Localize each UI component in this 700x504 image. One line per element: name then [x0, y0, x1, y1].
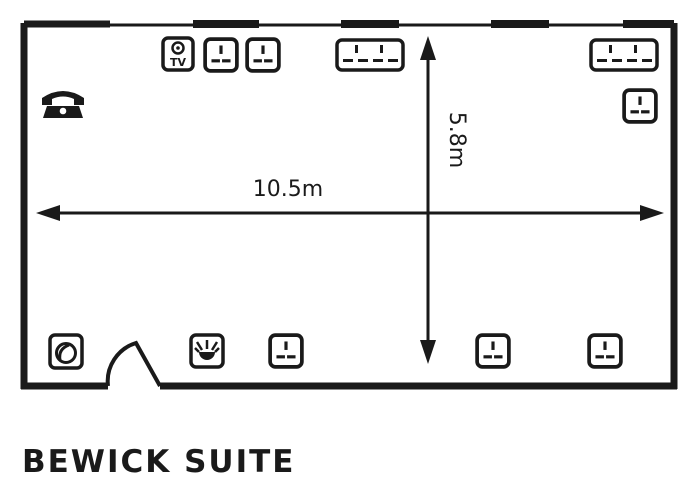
dimension-arrow-icon — [36, 36, 664, 364]
single-power-socket-icon — [622, 88, 658, 124]
single-power-socket-icon — [587, 333, 623, 369]
width-dimension-label: 10.5m — [253, 177, 323, 202]
single-power-socket-icon — [475, 333, 511, 369]
windows — [193, 20, 674, 28]
depth-dimension-label: 5.8m — [444, 112, 469, 168]
window — [491, 20, 549, 28]
room-title: BEWICK SUITE — [22, 444, 296, 480]
telephone-icon — [42, 91, 84, 118]
window — [341, 20, 399, 28]
window — [193, 20, 259, 28]
tv-socket-icon: TV — [161, 36, 195, 72]
floor-plan: 10.5m 5.8m TV — [20, 20, 678, 390]
single-power-socket-icon — [268, 333, 304, 369]
double-power-socket-icon — [203, 37, 281, 73]
tv-socket-label: TV — [170, 56, 187, 69]
fire-alarm-icon — [48, 333, 84, 370]
room-walls — [20, 20, 678, 390]
quad-power-socket-icon — [335, 38, 405, 72]
light-switch-icon — [189, 333, 225, 369]
window — [623, 20, 674, 28]
door-swing-icon — [105, 340, 162, 387]
quad-power-socket-icon — [589, 38, 659, 72]
